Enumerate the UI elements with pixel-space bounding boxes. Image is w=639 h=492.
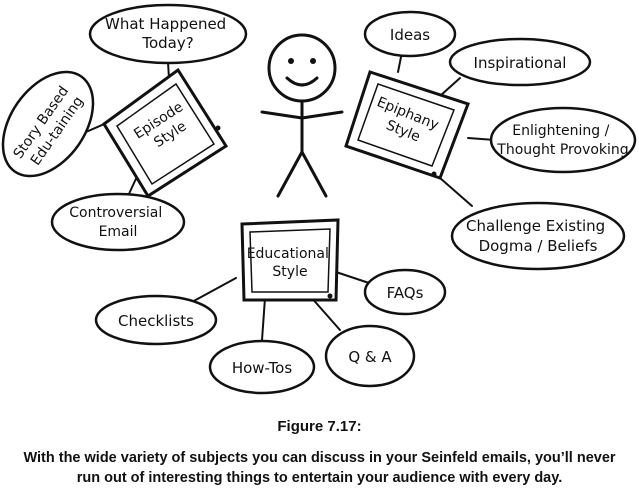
bubble-enlightening-line1: Enlightening / xyxy=(512,123,609,139)
bubble-what-happened-today: What Happened Today? xyxy=(88,3,248,65)
tv-educational-style: Educational Style xyxy=(240,218,340,302)
educational-title-line2: Style xyxy=(272,264,307,280)
bubble-story-based: Story Based Edu-taining xyxy=(1,70,95,178)
bubble-inspirational: Inspirational xyxy=(448,37,592,87)
bubble-challenge-line1: Challenge Existing xyxy=(466,217,605,235)
bubble-controversial-line1: Controversial xyxy=(69,205,162,221)
bubble-how-tos: How-Tos xyxy=(208,339,316,395)
figure-caption: With the wide variety of subjects you ca… xyxy=(23,450,616,486)
svg-text:Educational Style: Educational Style xyxy=(247,246,334,280)
bubble-checklists: Checklists xyxy=(94,294,218,346)
bubble-ideas: Ideas xyxy=(363,10,457,58)
bubble-enlightening-line2: Thought Provoking xyxy=(496,142,628,158)
bubble-ideas-label: Ideas xyxy=(390,26,430,44)
bubble-howtos-label: How-Tos xyxy=(232,359,293,377)
bubble-challenge-existing: Challenge Existing Dogma / Beliefs xyxy=(450,201,626,271)
bubble-controversial-line2: Email xyxy=(99,224,138,240)
svg-text:Controversial Email: Controversial Email xyxy=(69,205,166,240)
bubble-faqs-label: FAQs xyxy=(387,284,424,302)
figure-label: Figure 7.17: xyxy=(277,418,362,435)
svg-text:What Happened Today?: What Happened Today? xyxy=(105,15,231,52)
bubble-today-line1: What Happened xyxy=(105,15,226,33)
bubble-checklists-label: Checklists xyxy=(118,312,194,330)
educational-title-line1: Educational xyxy=(247,246,329,262)
svg-text:Enlightening / Thought P: Enlightening / Thought Provoking xyxy=(496,123,628,158)
bubble-controversial-email: Controversial Email xyxy=(50,192,186,252)
bubble-inspirational-label: Inspirational xyxy=(474,54,567,72)
tv-epiphany-style: Epiphany Style xyxy=(344,70,470,180)
bubble-faqs: FAQs xyxy=(363,268,447,316)
bubble-q-and-a: Q & A xyxy=(324,324,416,388)
tv-episode-style: Episode Style xyxy=(101,67,229,199)
bubble-enlightening: Enlightening / Thought Provoking xyxy=(489,106,637,174)
bubble-challenge-line2: Dogma / Beliefs xyxy=(479,237,598,255)
bubble-today-line2: Today? xyxy=(141,34,193,52)
stick-figure-icon xyxy=(260,33,344,198)
svg-text:Challenge Existing Dogma: Challenge Existing Dogma / Beliefs xyxy=(466,217,610,255)
bubble-qa-label: Q & A xyxy=(348,348,392,366)
